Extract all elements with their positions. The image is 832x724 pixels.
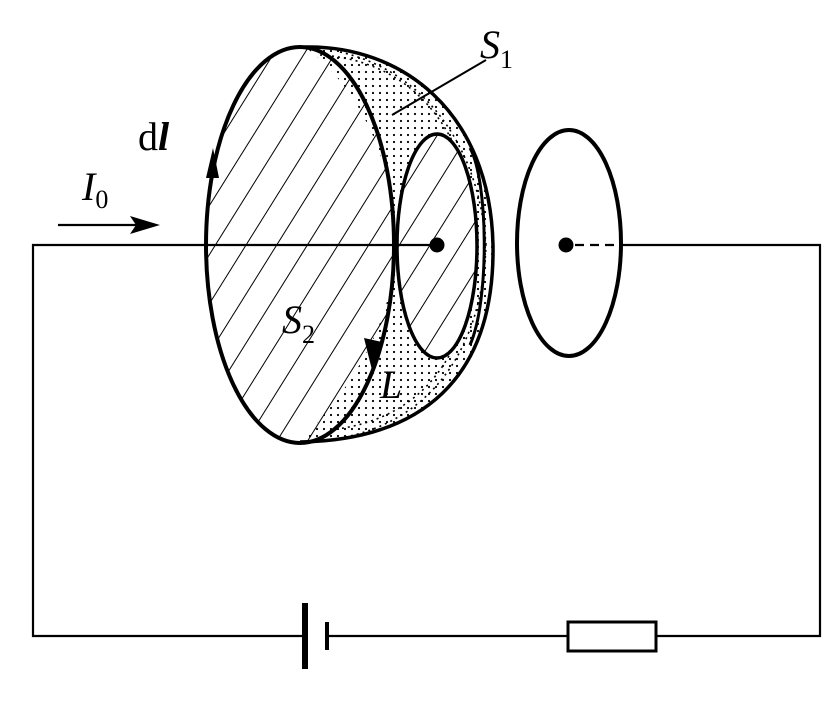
- circuit-wire: [31, 243, 822, 638]
- label-S1: S1: [480, 22, 513, 74]
- dl-arrow: [206, 148, 219, 178]
- label-S2: S2: [282, 297, 315, 349]
- label-dl: dl: [138, 114, 170, 159]
- bowl-outer-edge: [299, 45, 495, 444]
- battery: [302, 603, 329, 669]
- s1-leader-line: [391, 59, 487, 116]
- label-L: L: [379, 362, 402, 407]
- resistor: [566, 620, 658, 653]
- bowl-inner-rim: [468, 147, 486, 346]
- capacitor-plate-dot-left: [429, 237, 445, 253]
- capacitor-plate-dot-right: [558, 237, 574, 253]
- label-I0: I0: [81, 164, 108, 214]
- current-arrow: [58, 216, 160, 234]
- loop-direction-arrow: [364, 338, 382, 370]
